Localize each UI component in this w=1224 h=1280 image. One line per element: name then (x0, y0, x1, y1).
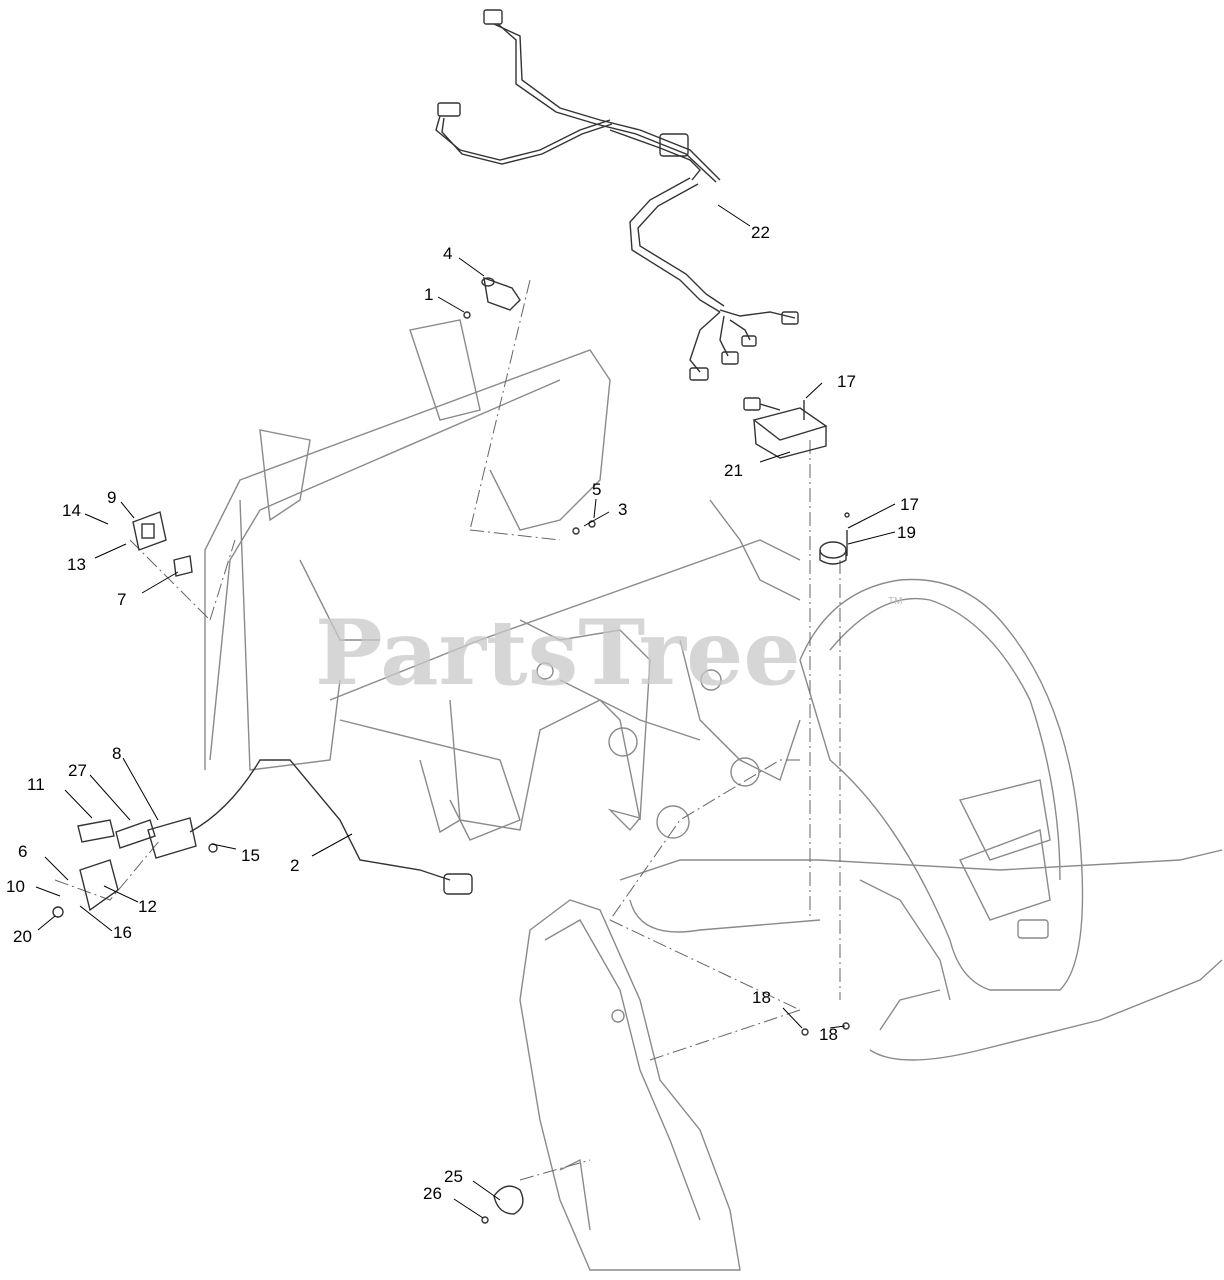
callout-20: 20 (13, 927, 32, 946)
callout-1: 1 (424, 285, 433, 304)
callout-22: 22 (751, 223, 770, 242)
switch-27-assembly (52, 759, 473, 918)
callout-27: 27 (68, 761, 87, 780)
callout-18-right: 18 (819, 1025, 838, 1044)
callout-6: 6 (18, 842, 27, 861)
callout-25: 25 (444, 1167, 463, 1186)
callout-14: 14 (62, 501, 81, 520)
callout-9: 9 (107, 488, 116, 507)
callout-7: 7 (117, 590, 126, 609)
callout-12: 12 (138, 897, 157, 916)
alarm-19 (819, 530, 848, 565)
callout-5: 5 (592, 480, 601, 499)
rear-panel (519, 899, 741, 1271)
leader-lines (35, 204, 896, 1219)
callout-17-top: 17 (837, 372, 856, 391)
callouts: 22 4 1 17 21 9 14 13 7 5 3 17 19 8 27 11… (6, 223, 919, 1203)
callout-18-left: 18 (752, 988, 771, 1007)
watermark: PartsTree TM (315, 596, 902, 706)
callout-11: 11 (27, 775, 45, 794)
callout-15: 15 (241, 846, 260, 865)
callout-16: 16 (113, 923, 132, 942)
callout-8: 8 (112, 744, 121, 763)
callout-19: 19 (897, 523, 916, 542)
watermark-text: PartsTree (315, 600, 801, 706)
callout-3: 3 (618, 500, 627, 519)
callout-10: 10 (6, 877, 25, 896)
switch-4 (481, 276, 521, 311)
bracket-9 (132, 511, 193, 577)
fender-housing (619, 578, 1223, 1061)
callout-26: 26 (423, 1184, 442, 1203)
module-21 (743, 397, 828, 459)
screw-1 (463, 311, 471, 319)
assembly-lines (54, 279, 841, 1181)
callout-17-mid: 17 (900, 495, 919, 514)
callout-4: 4 (443, 244, 452, 263)
wire-harness (435, 9, 799, 381)
seat-frame (204, 319, 801, 841)
knob-25 (481, 1185, 524, 1224)
callout-2: 2 (290, 856, 299, 875)
callout-21: 21 (724, 461, 743, 480)
callout-13: 13 (67, 555, 86, 574)
watermark-tm: TM (888, 596, 902, 607)
